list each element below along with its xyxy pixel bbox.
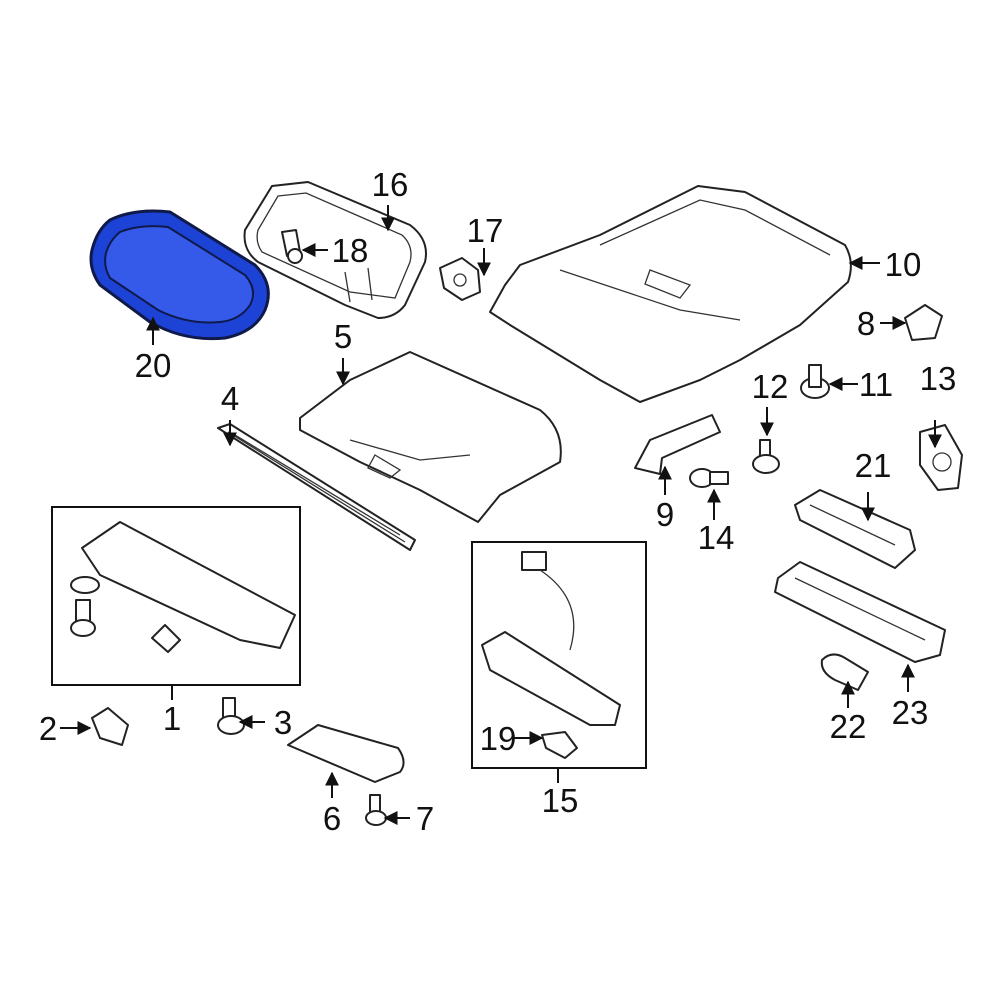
part-23-lens[interactable] (774, 561, 946, 663)
callout-20: 20 (135, 347, 172, 384)
part-6-visor[interactable] (287, 724, 405, 783)
part-5-panel[interactable] (299, 351, 562, 523)
callout-11: 11 (859, 366, 893, 403)
part-16[interactable] (243, 181, 427, 319)
callout-13: 13 (920, 360, 957, 397)
callout-8: 8 (857, 305, 875, 342)
callout-labels: 20 16 18 17 10 5 4 8 11 12 13 21 9 14 22… (39, 166, 957, 837)
callout-12: 12 (752, 368, 789, 405)
box-part-1 (51, 506, 301, 686)
callout-7: 7 (416, 800, 434, 837)
callout-5: 5 (334, 318, 352, 355)
callout-15: 15 (542, 782, 579, 819)
leader-lines (60, 205, 942, 825)
part-10-headliner[interactable] (489, 185, 852, 403)
part-14-bolt[interactable] (689, 468, 729, 488)
part-15-dome-light[interactable] (481, 551, 621, 726)
part-3-bolt[interactable] (217, 697, 245, 735)
part-20-highlighted[interactable] (89, 209, 270, 341)
part-22-bulb[interactable] (820, 653, 869, 691)
callout-14: 14 (698, 519, 735, 556)
part-12-screw[interactable] (752, 439, 780, 474)
part-13-hook[interactable] (919, 424, 963, 491)
callout-16: 16 (372, 166, 409, 203)
part-9-bracket[interactable] (634, 414, 721, 475)
callout-4: 4 (221, 380, 239, 417)
part-2-clip[interactable] (91, 707, 129, 746)
callout-17: 17 (467, 212, 504, 249)
callout-3: 3 (274, 704, 292, 741)
part-19-bulb[interactable] (541, 731, 578, 759)
callout-1: 1 (163, 700, 181, 737)
callout-2: 2 (39, 710, 57, 747)
callout-10: 10 (885, 246, 922, 283)
callout-21: 21 (855, 447, 892, 484)
part-17-bracket[interactable] (439, 257, 481, 301)
part-8-clip[interactable] (904, 304, 943, 341)
callout-9: 9 (656, 496, 674, 533)
part-1-assembly[interactable] (70, 521, 296, 653)
part-11-pin[interactable] (800, 364, 830, 399)
callout-23: 23 (892, 694, 929, 731)
callout-18: 18 (332, 232, 369, 269)
part-21-housing[interactable] (794, 489, 916, 569)
callout-22: 22 (830, 708, 867, 745)
callout-19: 19 (480, 720, 517, 757)
callout-6: 6 (323, 800, 341, 837)
part-7-screw[interactable] (365, 794, 387, 826)
part-4-mesh-strip[interactable] (217, 423, 416, 551)
